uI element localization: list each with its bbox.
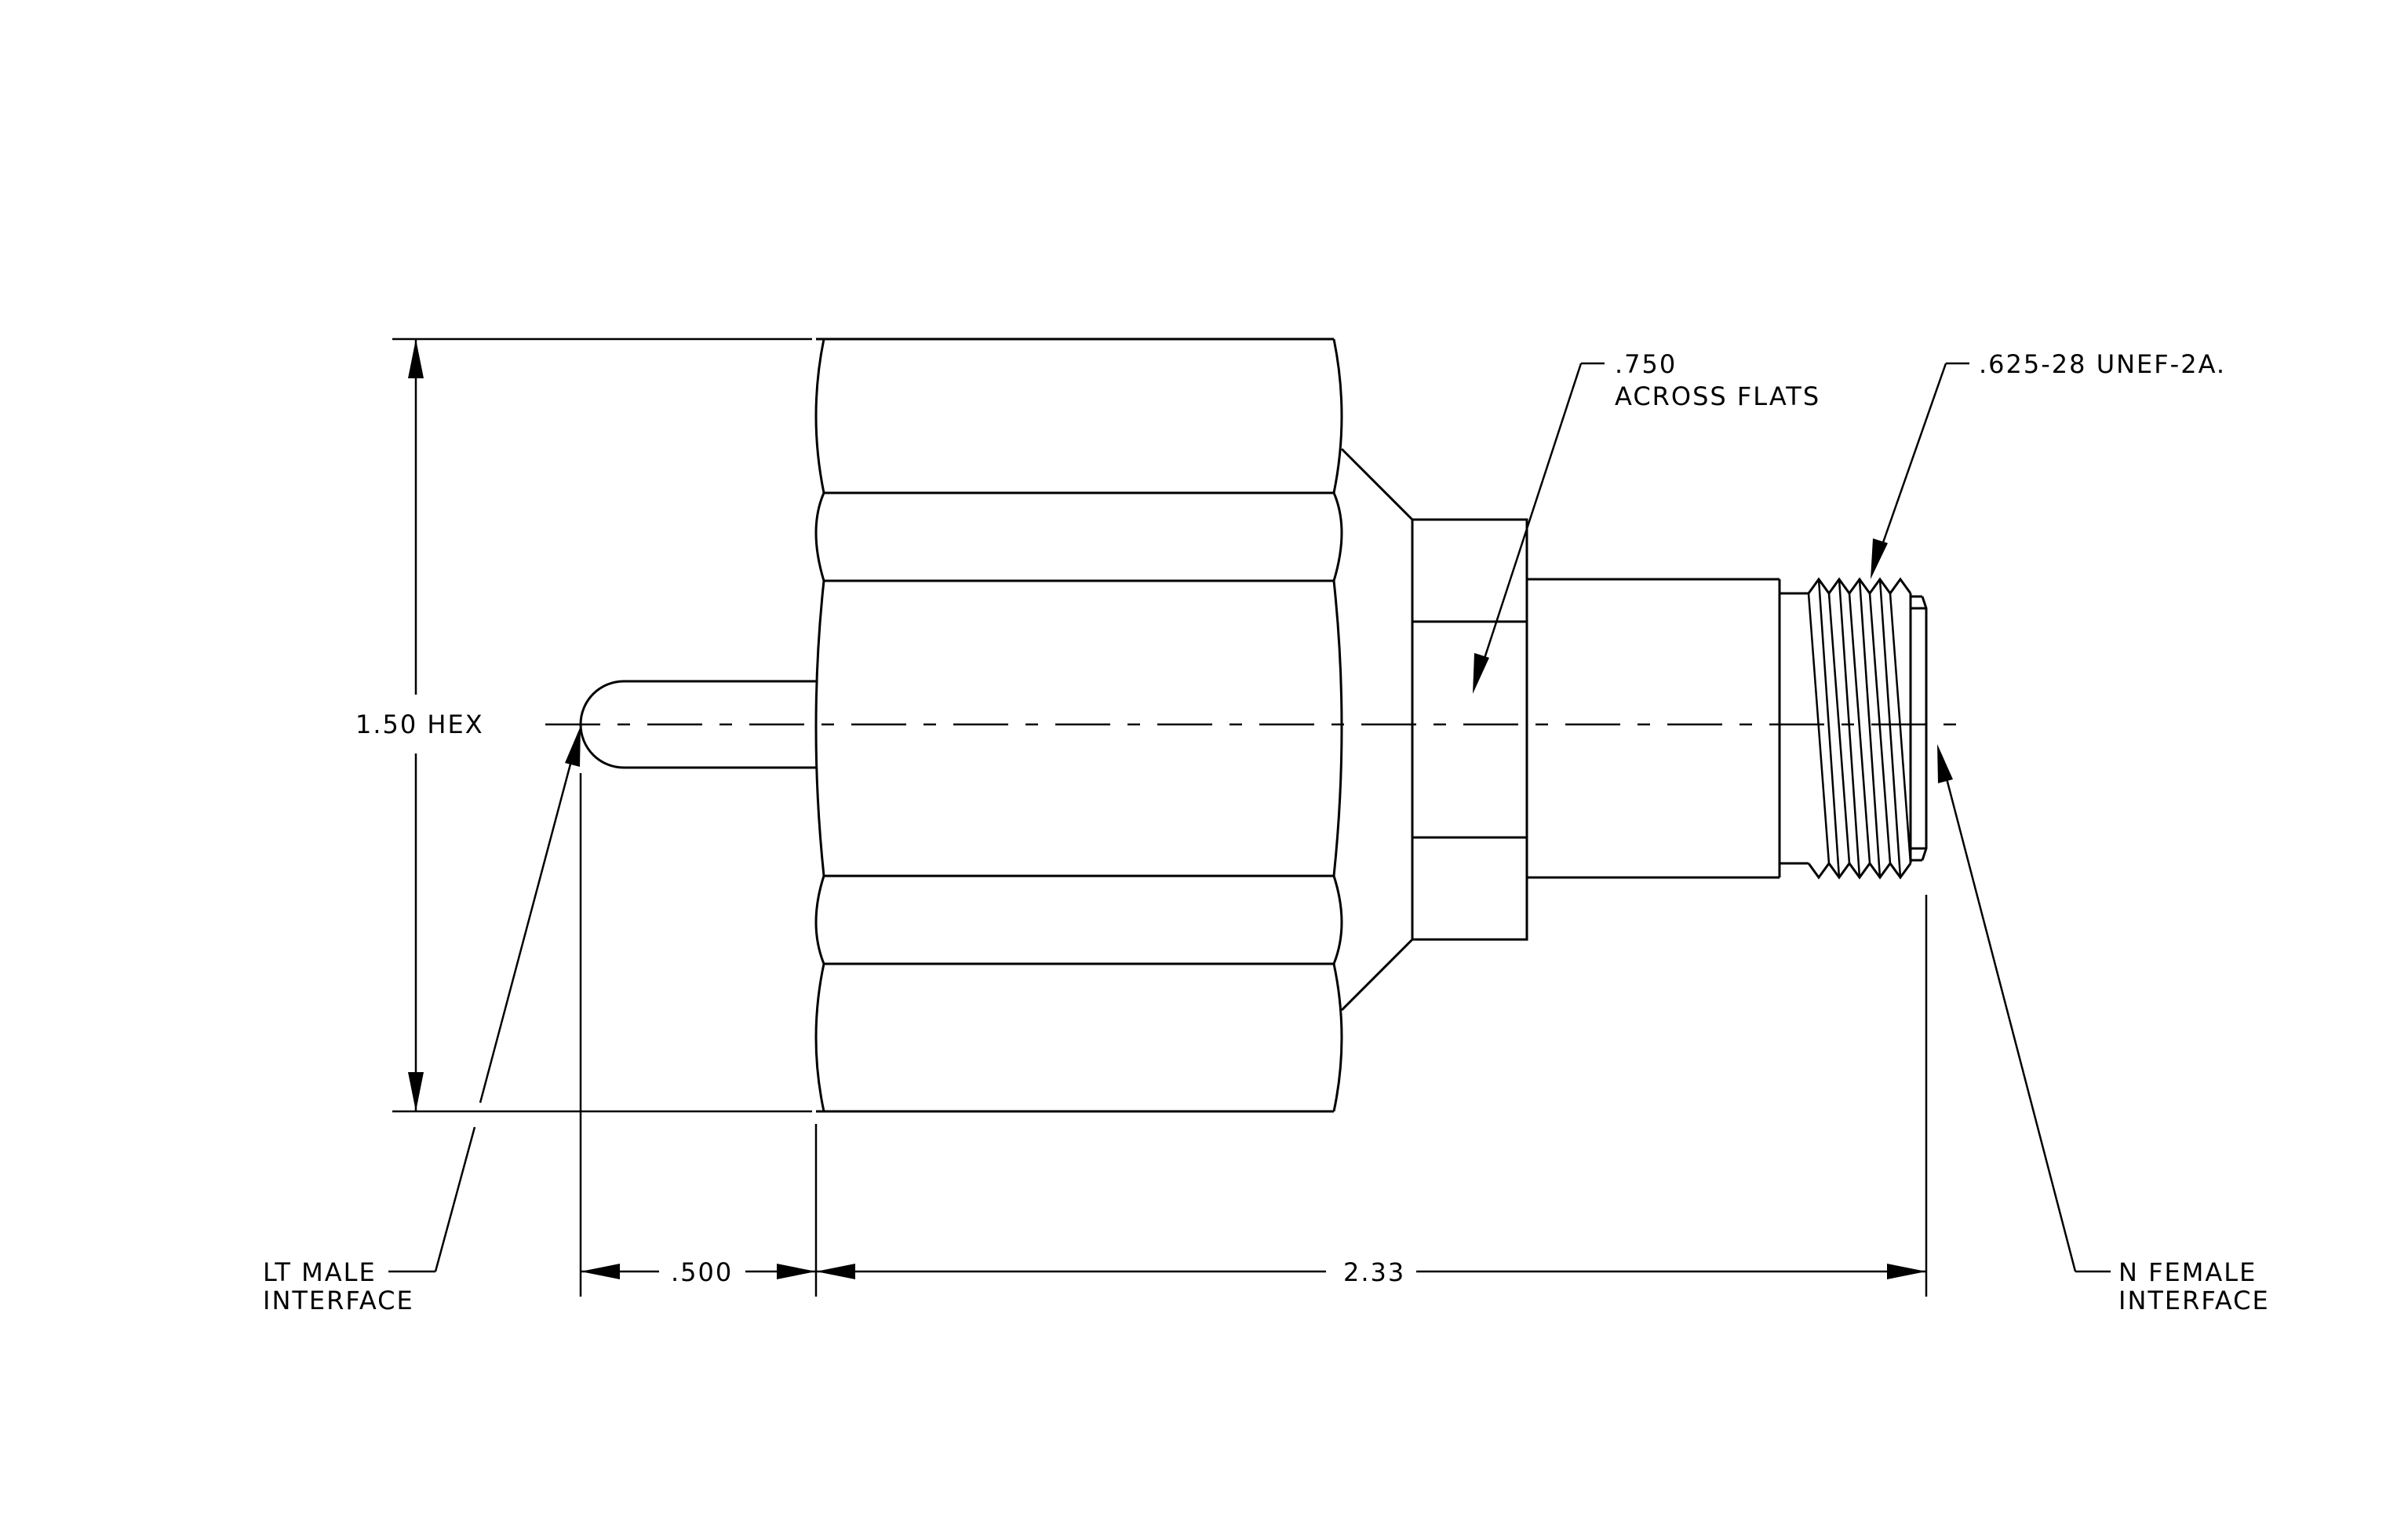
dim-overall-length [816, 1264, 1926, 1279]
male-interface-label-line1: LT MALE [263, 1257, 377, 1287]
leader-female [1937, 744, 2111, 1273]
extension-lines [392, 337, 1928, 1297]
thread-section [1780, 577, 1928, 880]
female-interface-label-line1: N FEMALE [2118, 1257, 2257, 1287]
pin-length-value: .500 [671, 1257, 733, 1287]
overall-length-value: 2.33 [1343, 1257, 1405, 1287]
dim-hex-height [408, 339, 424, 1111]
hex-body [814, 337, 1343, 1113]
dim-pin-length [581, 1264, 816, 1279]
small-hex [1411, 518, 1528, 941]
female-interface-label-line2: INTERFACE [2118, 1286, 2270, 1315]
flats-label-line1: .750 [1615, 349, 1677, 379]
leader-thread [1871, 362, 1969, 579]
male-interface-label-line2: INTERFACE [263, 1286, 414, 1315]
shaft [1527, 578, 1781, 879]
thread-label: .625-28 UNEF-2A. [1979, 349, 2226, 379]
hex-size-label: 1.50 HEX [355, 710, 484, 739]
male-pin [579, 680, 816, 769]
flats-label-line2: ACROSS FLATS [1615, 381, 1820, 411]
leader-flats [1473, 362, 1605, 694]
chamfer [1340, 447, 1414, 1012]
leader-male [388, 726, 581, 1273]
